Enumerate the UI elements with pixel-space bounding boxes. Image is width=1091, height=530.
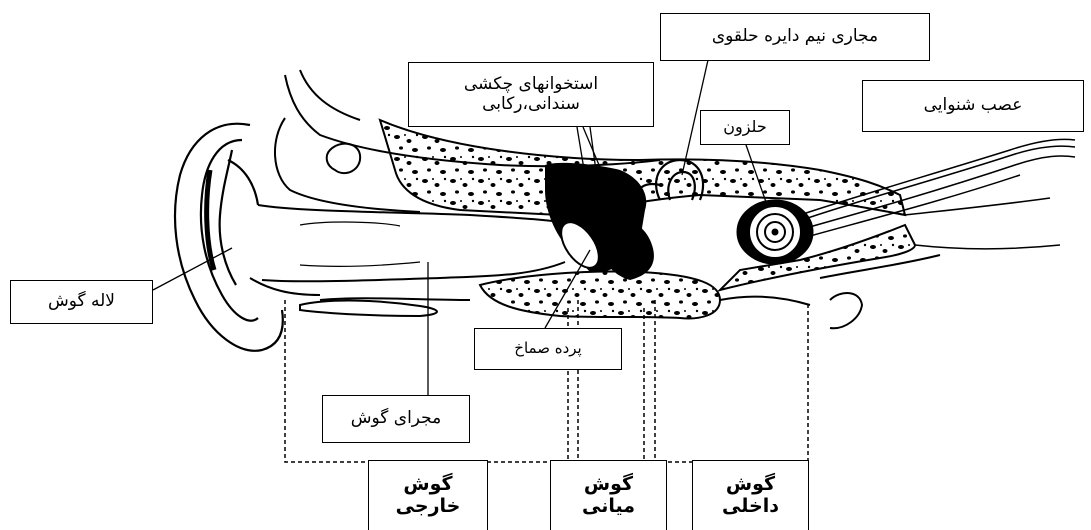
inner-ear-label-line1: گوش [726,474,775,496]
auricle-label: لاله گوش [10,280,153,324]
middle-ear-label-line1: گوش [584,474,633,496]
cochlea-drawing [737,200,813,264]
middle-ear-section-label: گوش میانی [550,460,667,530]
middle-ear-label-line2: میانی [582,496,635,518]
cochlea-label: حلزون [700,110,790,145]
ear-canal-label: مجرای گوش [322,395,470,443]
outer-ear-label-line2: خارجی [396,496,461,518]
auricle-drawing [175,124,283,351]
outer-ear-section-label: گوش خارجی [368,460,488,530]
ossicles-label: استخوانهای چکشی سندانی،رکابی [408,62,654,127]
eardrum-label: پرده صماخ [474,328,622,370]
auditory-nerve-label: عصب شنوایی [862,80,1084,132]
outer-ear-label-line1: گوش [403,474,452,496]
ossicles-label-line2: سندانی،رکابی [482,95,580,115]
inner-ear-section-label: گوش داخلی [692,460,809,530]
semicircular-canals-label: مجاری نیم دایره حلقوی [660,13,930,61]
inner-ear-label-line2: داخلی [722,496,779,518]
ossicles-label-line1: استخوانهای چکشی [464,75,598,95]
